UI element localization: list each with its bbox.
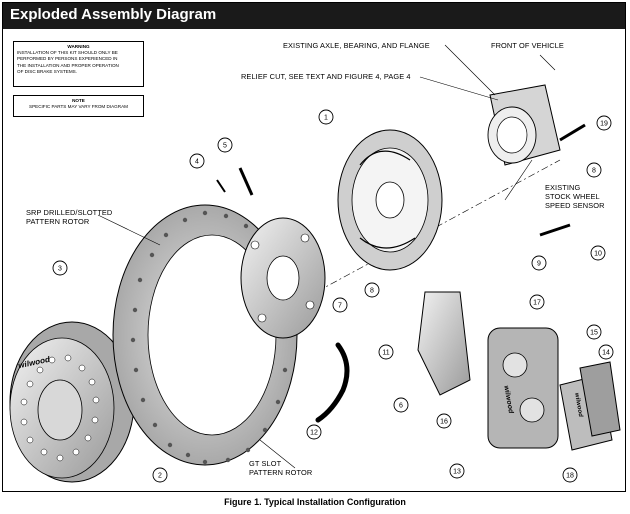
axle-flange (487, 84, 561, 166)
drum-hat-part (9, 321, 135, 483)
callout-5-text: 5 (223, 143, 227, 150)
parking-brake-assembly (337, 129, 443, 271)
tab-bracket (315, 342, 350, 423)
label-existing-stock-2: STOCK WHEEL (545, 192, 600, 201)
label-existing-stock-1: EXISTING (545, 183, 581, 192)
callout-12-text: 12 (310, 430, 318, 437)
warning-line-1: INSTALLATION OF THIS KIT SHOULD ONLY BE (17, 50, 118, 56)
callout-3-text: 3 (58, 266, 62, 273)
callout-11-text: 11 (382, 350, 389, 357)
callout-2-text: 2 (158, 473, 162, 480)
callout-1: 1 (318, 109, 334, 125)
label-front-of-vehicle: FRONT OF VEHICLE (491, 41, 564, 50)
callout-18-text: 18 (566, 473, 574, 480)
callout-8b-text: 8 (592, 168, 596, 175)
callout-9: 9 (531, 255, 547, 271)
callout-17: 17 (529, 294, 545, 310)
callout-9-text: 9 (537, 261, 541, 268)
warning-heading: WARNING (67, 44, 90, 49)
callout-13: 13 (449, 463, 465, 479)
title-bar: Exploded Assembly Diagram (3, 3, 625, 29)
stud-bolt (539, 223, 571, 237)
callout-15: 15 (586, 324, 602, 340)
callout-14: 14 (598, 344, 614, 360)
label-gt-rotor-1: GT SLOT (249, 459, 282, 468)
callout-8b: 8 (586, 162, 602, 178)
callout-8a: 8 (364, 282, 380, 298)
warning-box: WARNING INSTALLATION OF THIS KIT SHOULD … (13, 41, 144, 87)
callout-4-text: 4 (195, 159, 199, 166)
warning-line-3: THE INSTALLATION AND PROPER OPERATION (17, 62, 119, 68)
caliper-bracket (417, 291, 471, 396)
note-heading: NOTE (72, 98, 85, 103)
label-relief-cut: RELIEF CUT, SEE TEXT AND FIGURE 4, PAGE … (241, 72, 411, 81)
callout-12: 12 (306, 424, 322, 440)
label-gt-rotor-2: PATTERN ROTOR (249, 468, 313, 477)
brake-pads (559, 361, 621, 451)
caliper (487, 327, 559, 449)
callout-19-text: 19 (600, 121, 608, 128)
callout-10: 10 (590, 245, 606, 261)
bleeder-screw (238, 167, 254, 196)
callout-16-text: 16 (440, 419, 448, 426)
callout-1-text: 1 (324, 115, 328, 122)
label-srp-rotor-2: PATTERN ROTOR (26, 217, 90, 226)
callout-6: 6 (393, 397, 409, 413)
figure-caption: Figure 1. Typical Installation Configura… (224, 497, 406, 507)
leader-lines (97, 44, 556, 469)
callout-14-text: 14 (602, 350, 610, 357)
callout-3: 3 (52, 260, 68, 276)
callout-15-text: 15 (590, 330, 598, 337)
callout-6-text: 6 (399, 403, 403, 410)
washer-bolt (216, 179, 226, 193)
callout-11: 11 (378, 344, 394, 360)
warning-line-4: OF DISC BRAKE SYSTEMS. (17, 68, 77, 74)
callout-17-text: 17 (533, 300, 541, 307)
label-srp-rotor-1: SRP DRILLED/SLOTTED (26, 208, 113, 217)
note-line-1: SPECIFIC PARTS MAY VARY FROM DIAGRAM (29, 104, 128, 110)
callout-18: 18 (562, 467, 578, 483)
label-existing-stock-3: SPEED SENSOR (545, 201, 605, 210)
callout-8a-text: 8 (370, 288, 374, 295)
callout-4: 4 (189, 153, 205, 169)
callout-7: 7 (332, 297, 348, 313)
callout-16: 16 (436, 413, 452, 429)
callout-10-text: 10 (594, 251, 602, 258)
label-existing-axle: EXISTING AXLE, BEARING, AND FLANGE (283, 41, 430, 50)
callout-19: 19 (596, 115, 612, 131)
diagram-title: Exploded Assembly Diagram (10, 6, 217, 23)
note-box: NOTE SPECIFIC PARTS MAY VARY FROM DIAGRA… (13, 95, 144, 117)
hub-adapter (240, 217, 326, 339)
callout-5: 5 (217, 137, 233, 153)
warning-line-2: PERFORMED BY PERSONS EXPERIENCED IN (17, 56, 118, 62)
callout-13-text: 13 (453, 469, 461, 476)
callout-2: 2 (152, 467, 168, 483)
flange-bolt (559, 123, 586, 142)
callout-7-text: 7 (338, 303, 342, 310)
